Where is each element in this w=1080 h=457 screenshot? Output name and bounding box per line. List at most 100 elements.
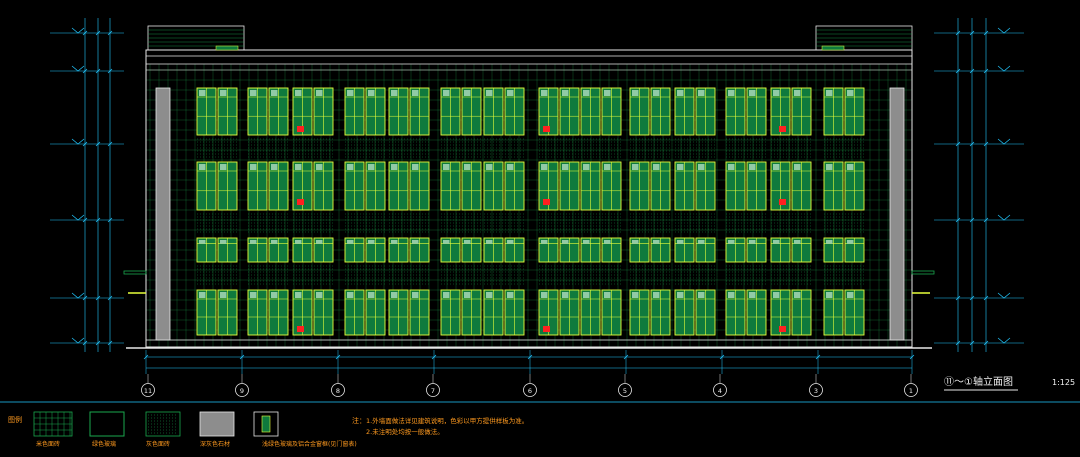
window-vent-panel [368, 240, 375, 244]
notes-line-1: 1.外墙面做法详见建筑说明，色彩以甲方提供样板为准。 [366, 416, 528, 425]
window-vent-panel [749, 292, 756, 298]
window-vent-panel [412, 292, 419, 298]
facade-outline [145, 49, 913, 348]
window-vent-panel [794, 164, 801, 170]
window-vent-panel [583, 240, 590, 244]
window-vent-panel [541, 164, 548, 170]
window-vent-panel [368, 90, 375, 96]
window-vent-panel [847, 240, 854, 244]
dimension-tick [82, 141, 88, 147]
dimension-tick [983, 340, 989, 346]
axis-bubble [141, 383, 155, 397]
window-vent-panel [271, 90, 278, 96]
window-vent-panel [443, 164, 450, 170]
level-mark-right [997, 337, 1011, 344]
window-vent-panel [368, 164, 375, 170]
window-vent-panel [632, 90, 639, 96]
window-vent-panel [632, 292, 639, 298]
dimension-tick [909, 354, 915, 360]
legend-swatch-dots [145, 411, 181, 437]
dimension-tick [335, 354, 341, 360]
window-vent-panel [698, 292, 705, 298]
window-vent-panel [464, 292, 471, 298]
level-mark-left [71, 138, 85, 145]
window-vent-panel [826, 240, 833, 244]
legend-lead: 图例 [8, 415, 22, 424]
axis-bubble [618, 383, 632, 397]
dimension-tick [983, 68, 989, 74]
legend: 图例 米色面砖绿色玻璃灰色面砖深灰色石材浅绿色玻璃及铝合金窗框(见门窗表) [8, 411, 357, 448]
axis-bubble [426, 383, 440, 397]
window-vent-panel [507, 292, 514, 298]
window-vent-panel [698, 240, 705, 244]
level-mark-left [71, 337, 85, 344]
level-mark-right [997, 27, 1011, 34]
window-vent-panel [773, 240, 780, 244]
legend-item-label: 深灰色石材 [200, 440, 230, 448]
window-vent-panel [562, 164, 569, 170]
window-vent-panel [653, 164, 660, 170]
dimension-tick [107, 217, 113, 223]
window-vent-panel [464, 90, 471, 96]
window-vent-panel [728, 164, 735, 170]
level-mark-left [71, 65, 85, 72]
window-vent-panel [677, 292, 684, 298]
canopy-left [123, 270, 147, 275]
window-vent-panel [749, 240, 756, 244]
dimension-tick [969, 141, 975, 147]
window-vent-panel [677, 90, 684, 96]
window-vent-panel [749, 90, 756, 96]
window-vent-panel [826, 292, 833, 298]
window-vent-panel [507, 90, 514, 96]
dimension-tick [955, 141, 961, 147]
window-vent-panel [271, 164, 278, 170]
window-vent-panel [391, 164, 398, 170]
notes-lead: 注： [352, 416, 366, 425]
window-vent-panel [271, 240, 278, 244]
window-vent-panel [199, 90, 206, 96]
drawing-title: ⑪～①轴立面图 [944, 375, 1013, 388]
title-block: ⑪～①轴立面图 1:125 [944, 375, 1075, 391]
axis-bubble [331, 383, 345, 397]
dimension-tick [95, 295, 101, 301]
window-vent-panel [826, 164, 833, 170]
notes-block: 注： 1.外墙面做法详见建筑说明，色彩以甲方提供样板为准。 2.未注明处均按一般… [352, 416, 528, 436]
window-vent-panel [250, 164, 257, 170]
window-vent-panel [316, 164, 323, 170]
window-vent-panel [847, 90, 854, 96]
dimension-tick [719, 354, 725, 360]
window-vent-panel [464, 240, 471, 244]
stair-marker [297, 199, 304, 205]
dimension-tick [955, 340, 961, 346]
window-vent-panel [412, 90, 419, 96]
window-vent-panel [604, 240, 611, 244]
stone-column-right [889, 87, 905, 341]
dimension-tick [983, 295, 989, 301]
dimension-tick [969, 295, 975, 301]
window-vent-panel [677, 240, 684, 244]
dimension-tick [107, 68, 113, 74]
window-vent-panel [271, 292, 278, 298]
building-outline [123, 25, 935, 349]
axis-label: 8 [336, 387, 340, 395]
dimension-tick [95, 68, 101, 74]
stair-marker [779, 326, 786, 332]
window-vent-panel [316, 292, 323, 298]
window-vent-panel [728, 240, 735, 244]
stair-marker [543, 199, 550, 205]
window-vent-panel [632, 164, 639, 170]
dimension-tick [955, 68, 961, 74]
window-array [196, 87, 865, 336]
dimension-tick [107, 141, 113, 147]
window-vent-panel [773, 164, 780, 170]
window-vent-panel [507, 240, 514, 244]
level-mark-right [997, 292, 1011, 299]
dimension-tick [143, 354, 149, 360]
dimension-tick [107, 340, 113, 346]
window-vent-panel [220, 292, 227, 298]
dimension-tick [431, 354, 437, 360]
axis-bubble [713, 383, 727, 397]
axis-label: 5 [623, 387, 627, 395]
window-vent-panel [562, 240, 569, 244]
dimension-tick [82, 340, 88, 346]
